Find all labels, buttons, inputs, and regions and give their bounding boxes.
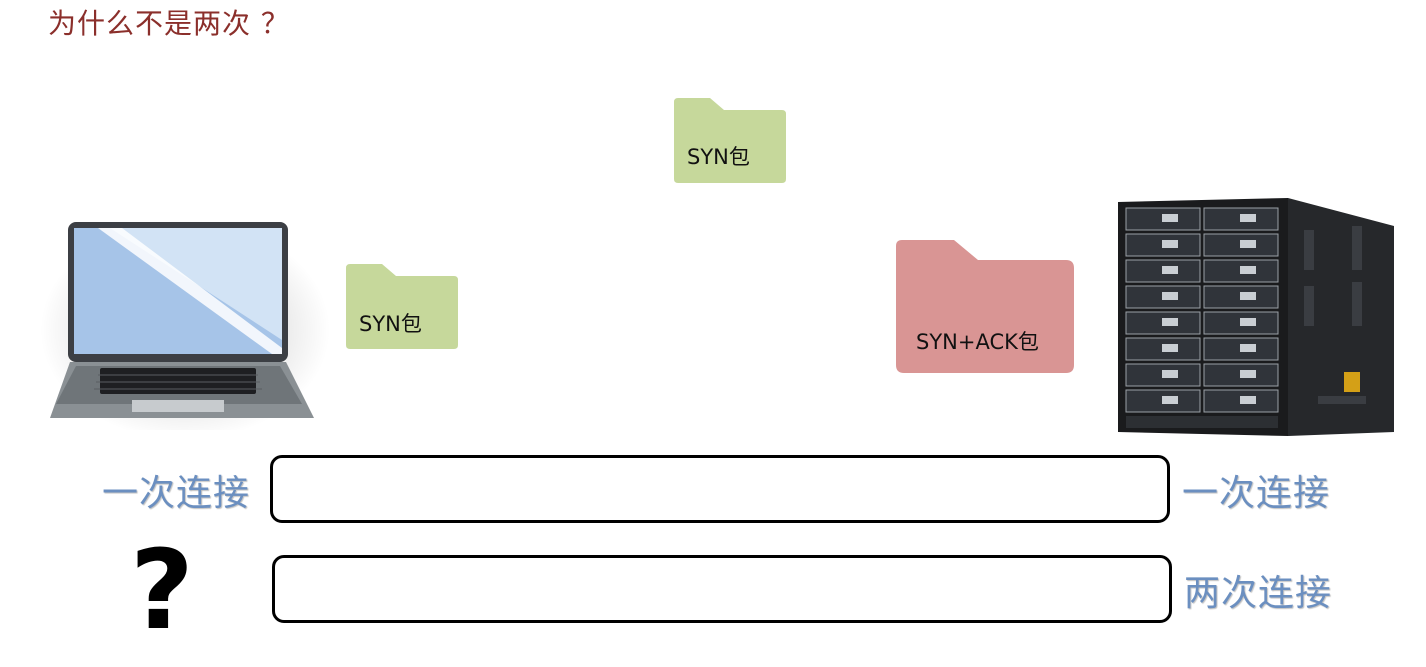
- server-rack-icon: [1118, 196, 1398, 436]
- one-connection-bar: [270, 455, 1170, 523]
- page-title: 为什么不是两次 ？: [48, 7, 290, 40]
- laptop-icon: [40, 210, 330, 440]
- left-connection-label: 一次连接: [102, 473, 251, 514]
- syn-packet-left: SYN包: [346, 264, 458, 349]
- question-mark: ?: [130, 526, 194, 654]
- syn-packet-middle: SYN包: [674, 98, 786, 183]
- syn-packet-label: SYN包: [687, 145, 750, 169]
- right-connection-label-1: 一次连接: [1182, 473, 1331, 514]
- two-connection-bar: [272, 555, 1172, 623]
- right-connection-label-2: 两次连接: [1184, 573, 1333, 614]
- syn-ack-packet-label: SYN+ACK包: [916, 330, 1039, 354]
- syn-ack-packet: SYN+ACK包: [896, 240, 1074, 373]
- syn-packet-label: SYN包: [359, 312, 422, 336]
